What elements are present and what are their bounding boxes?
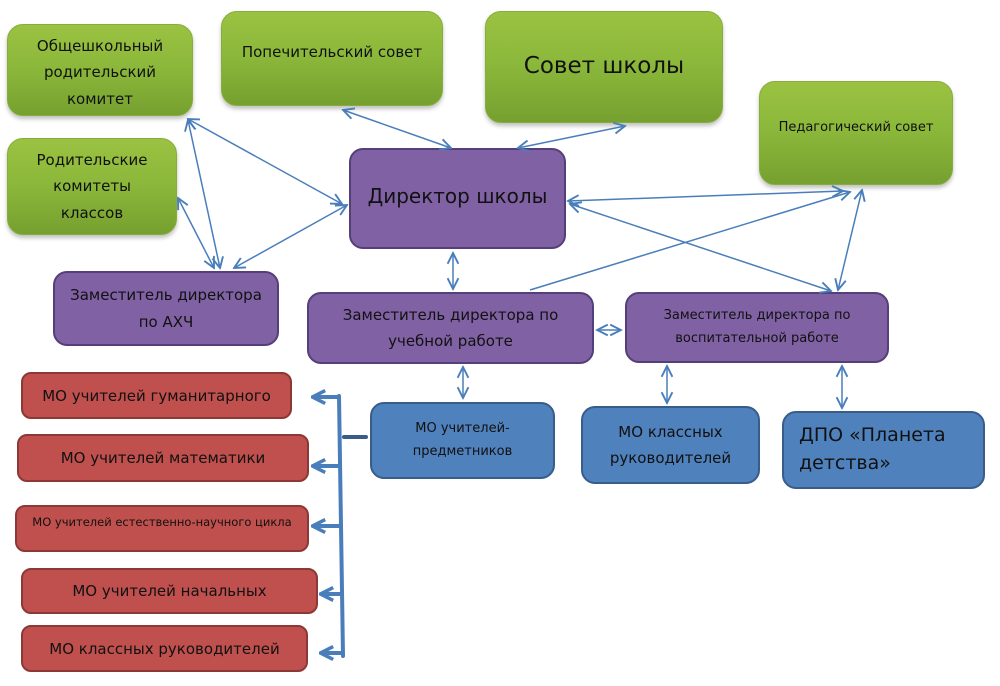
- bracket-trunk: [337, 394, 345, 658]
- class-leaders-box: МО классных руководителей: [581, 406, 760, 484]
- school-council-label: Совет школы: [523, 53, 685, 79]
- arrow-deputy-academic-pedagogical: [529, 192, 850, 291]
- parent-committee-label: Общешкольный родительский комитет: [36, 37, 164, 108]
- class-parent-committees-label: Родительские комитеты классов: [36, 151, 148, 222]
- subject-group-label: МО учителей математики: [60, 449, 266, 467]
- deputy-ahch-label: Заместитель директора по АХЧ: [70, 286, 262, 331]
- subject-group-label: МО учителей начальных: [72, 582, 267, 600]
- school-council-box: Совет школы: [485, 11, 723, 123]
- arrow-parent-committee-deputy-ahch: [188, 120, 220, 268]
- pedagogical-council-label: Педагогический совет: [778, 120, 934, 135]
- dpo-box: ДПО «Планета детства»: [782, 411, 985, 489]
- subject-group-math: МО учителей математики: [17, 434, 309, 482]
- arrow-director-pedagogical: [568, 191, 843, 201]
- pedagogical-council-box: Педагогический совет: [759, 81, 953, 185]
- parent-committee-box: Общешкольный родительский комитет: [7, 24, 193, 116]
- deputy-upbringing-box: Заместитель директора по воспитательной …: [625, 292, 889, 363]
- subject-group-label: МО классных руководителей: [49, 639, 280, 658]
- arrow-trustee-director: [343, 110, 451, 148]
- subject-group-label: МО учителей естественно-научного цикла: [32, 515, 292, 529]
- trustee-council-label: Попечительский совет: [241, 43, 423, 61]
- subject-teachers-box: МО учителей-предметников: [370, 402, 555, 479]
- class-parent-committees-box: Родительские комитеты классов: [7, 138, 177, 235]
- subject-group-science: МО учителей естественно-научного цикла: [15, 505, 309, 552]
- director-box: Директор школы: [349, 148, 566, 249]
- deputy-academic-label: Заместитель директора по учебной работе: [342, 305, 559, 350]
- deputy-academic-box: Заместитель директора по учебной работе: [307, 292, 594, 364]
- subject-group-humanities: МО учителей гуманитарного: [21, 372, 292, 419]
- arrow-school-council-director: [518, 126, 625, 148]
- trustee-council-box: Попечительский совет: [221, 11, 443, 106]
- director-label: Директор школы: [367, 184, 548, 208]
- deputy-ahch-box: Заместитель директора по АХЧ: [53, 271, 279, 346]
- class-leaders-label: МО классных руководителей: [609, 422, 732, 467]
- subject-group-primary: МО учителей начальных: [21, 568, 318, 614]
- deputy-upbringing-label: Заместитель директора по воспитательной …: [663, 307, 851, 346]
- arrow-director-deputy-ahch: [234, 205, 347, 268]
- arrow-class-committees-deputy-ahch: [178, 198, 214, 268]
- arrow-parent-committee-director: [188, 119, 342, 204]
- subject-group-class-leaders: МО классных руководителей: [21, 625, 308, 672]
- dpo-label: ДПО «Планета детства»: [799, 424, 946, 474]
- arrow-director-deputy-upbringing: [570, 204, 831, 291]
- subject-group-label: МО учителей гуманитарного: [42, 386, 271, 405]
- arrow-pedagogical-deputy-upbringing: [838, 190, 862, 290]
- subject-teachers-label: МО учителей-предметников: [412, 420, 513, 459]
